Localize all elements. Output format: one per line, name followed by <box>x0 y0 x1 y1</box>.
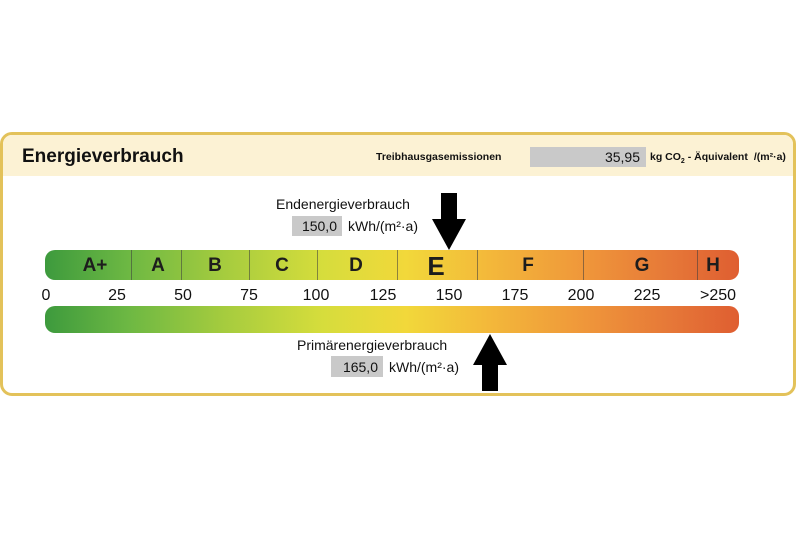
emissions-unit-suffix: - Äquivalent <box>684 151 748 163</box>
emissions-unit-sub: 2 <box>680 158 685 166</box>
scale-tick-label: >250 <box>699 287 737 304</box>
efficiency-class-c: C <box>275 255 289 276</box>
primaerenergie-unit: kWh/(m²·a) <box>389 359 459 375</box>
emissions-unit-prefix: kg CO <box>650 151 681 163</box>
primaerenergie-value: 165,0 <box>331 356 383 377</box>
class-divider <box>131 250 132 280</box>
scale-tick-label: 25 <box>108 287 126 304</box>
class-divider <box>697 250 698 280</box>
scale-tick-label: 100 <box>302 287 330 304</box>
class-divider <box>397 250 398 280</box>
endenergie-unit: kWh/(m²·a) <box>348 218 418 234</box>
efficiency-class-e: E <box>427 251 445 281</box>
class-divider <box>583 250 584 280</box>
primaerenergie-label: Primärenergieverbrauch <box>297 337 448 353</box>
scale-tick-label: 150 <box>435 287 463 304</box>
efficiency-class-a-plus: A+ <box>82 255 108 276</box>
scale-tick-label: 50 <box>174 287 192 304</box>
scale-tick-label: 200 <box>567 287 595 304</box>
scale-tick-label: 225 <box>633 287 661 304</box>
emissions-value: 35,95 <box>530 147 646 167</box>
page-title: Energieverbrauch <box>22 146 184 167</box>
emissions-label: Treibhausgasemissionen <box>376 151 502 163</box>
header-band <box>3 135 793 176</box>
scale-tick-label: 175 <box>501 287 529 304</box>
scale-tick-label: 0 <box>41 287 51 304</box>
efficiency-class-a: A <box>151 255 165 276</box>
endenergie-label: Endenergieverbrauch <box>276 196 410 212</box>
class-divider <box>317 250 318 280</box>
efficiency-class-h: H <box>706 255 720 276</box>
scale-tick-label: 75 <box>240 287 258 304</box>
scale-tick-label: 125 <box>369 287 397 304</box>
endenergie-value: 150,0 <box>292 216 342 236</box>
class-divider <box>249 250 250 280</box>
endenergie-arrow-down-icon <box>432 193 466 250</box>
class-divider <box>181 250 182 280</box>
primaerenergie-arrow-up-icon <box>473 334 507 391</box>
efficiency-class-b: B <box>208 255 222 276</box>
efficiency-class-g: G <box>634 255 650 276</box>
efficiency-scale-bar <box>45 250 739 280</box>
emissions-unit: kg CO2 - Äquivalent /(m²·a) <box>650 151 786 165</box>
efficiency-class-d: D <box>349 255 363 276</box>
efficiency-class-f: F <box>522 255 534 276</box>
class-divider <box>477 250 478 280</box>
emissions-unit-per: /(m²·a) <box>753 151 786 163</box>
primary-scale-bar <box>45 306 739 333</box>
